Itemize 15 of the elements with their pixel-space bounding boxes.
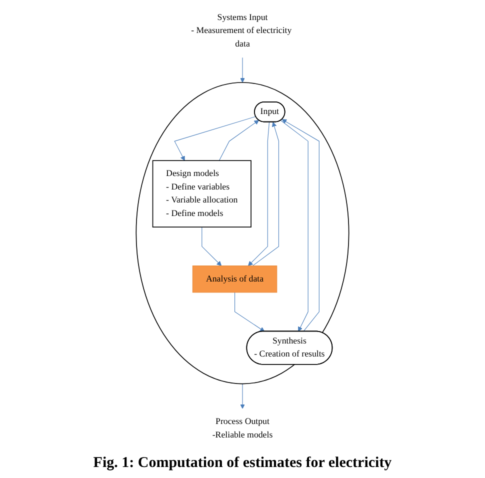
caption: Fig. 1: Computation of estimates for electricity xyxy=(93,455,392,472)
arrow xyxy=(174,116,256,161)
node-text: Systems Input - Measurement of electricity data xyxy=(191,12,292,49)
arrow xyxy=(240,384,245,409)
arrow xyxy=(280,120,308,332)
arrow xyxy=(282,119,320,332)
arrow xyxy=(202,226,222,266)
arrow xyxy=(234,292,265,332)
node-box: Design models - Define variables - Variable allocation - Define models xyxy=(152,160,252,228)
arrow xyxy=(252,122,279,266)
arrow xyxy=(218,120,260,161)
node-box: Analysis of data xyxy=(192,266,278,293)
arrow xyxy=(248,122,270,266)
node-text: Process Output -Reliable models xyxy=(212,417,273,440)
arrow xyxy=(240,57,245,83)
